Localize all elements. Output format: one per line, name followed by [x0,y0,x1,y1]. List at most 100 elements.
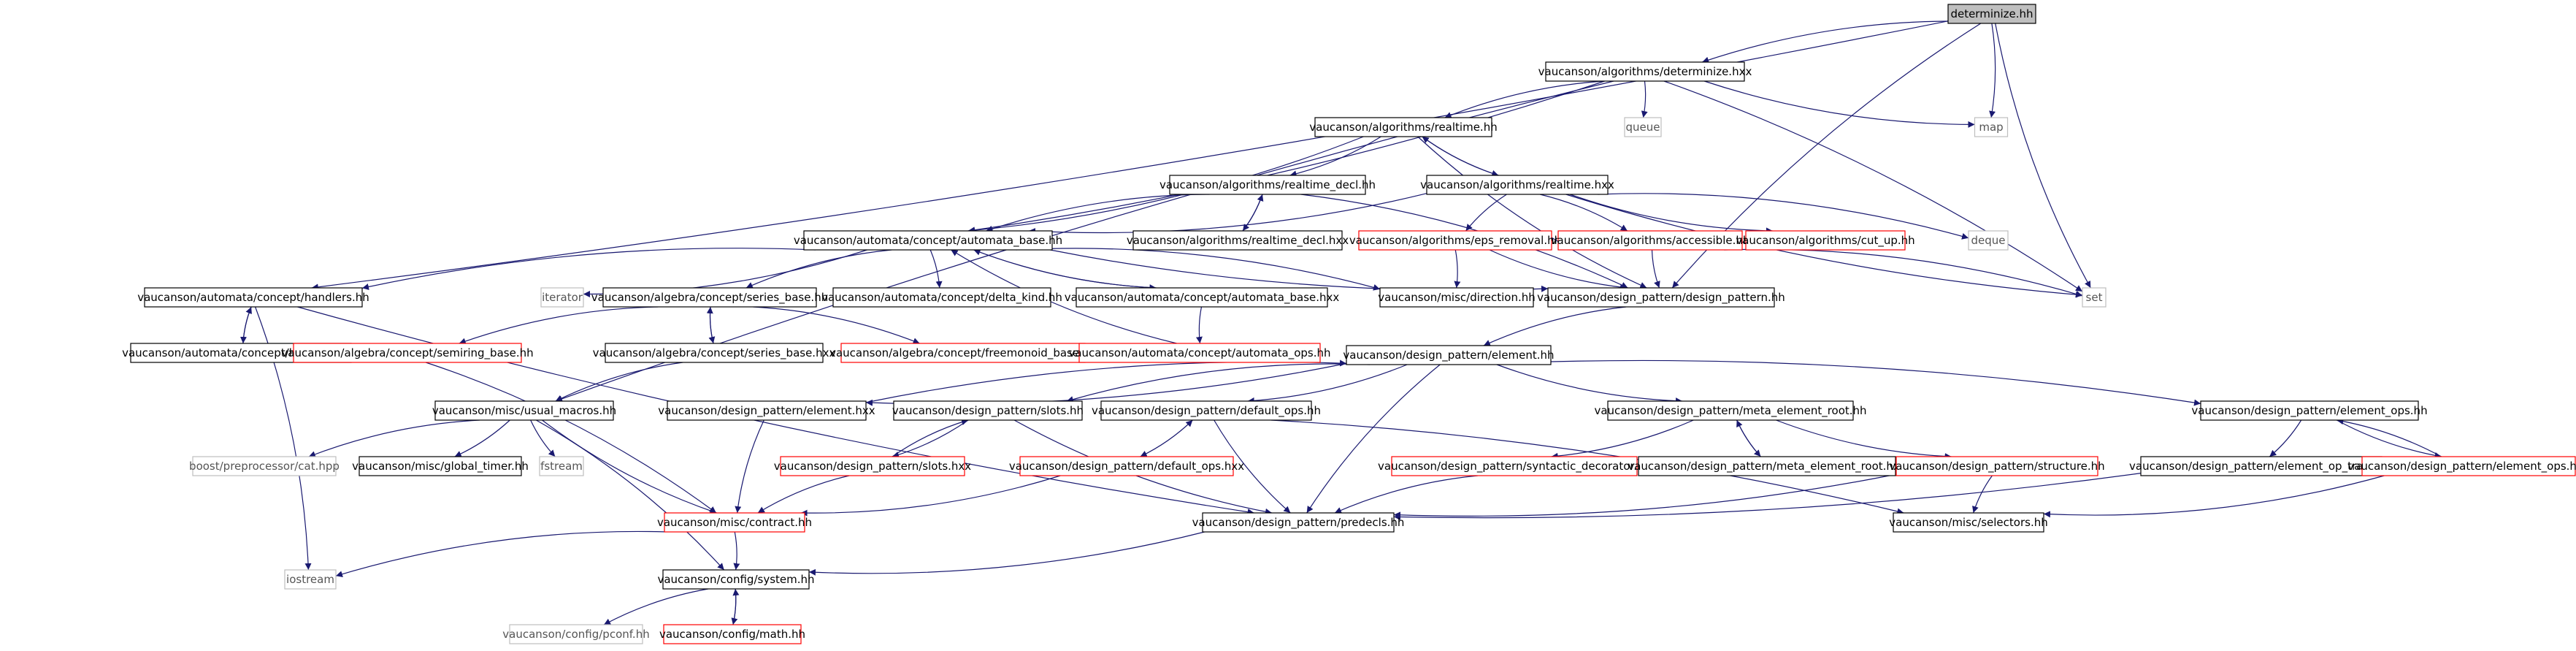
node-box [2082,287,2107,308]
node-label: vaucanson/config/math.hh [659,628,805,641]
edge-sb_hh-to-semiring [459,306,659,345]
node-handlers_hh[interactable]: vaucanson/automata/concept/handlers.hh [137,287,369,308]
node-gtimer[interactable]: vaucanson/misc/global_timer.hh [352,456,529,476]
node-deque: deque [1968,230,2009,251]
node-acc[interactable]: vaucanson/algorithms/accessible.hh [1551,230,1750,251]
node-label: vaucanson/algorithms/realtime.hh [1309,121,1497,134]
edge-acc-to-dp [1651,249,1660,289]
node-sb_hxx[interactable]: vaucanson/algebra/concept/series_base.hx… [593,343,836,363]
node-el_hh[interactable]: vaucanson/design_pattern/element.hh [1343,345,1555,365]
node-math[interactable]: vaucanson/config/math.hh [659,624,805,644]
node-root[interactable]: determinize.hh [1947,4,2036,24]
node-box [840,343,1086,363]
node-label: vaucanson/automata/concept/handlers.hh [137,291,369,304]
edge-eps-to-dp [1489,249,1628,291]
edges-layer [239,20,2442,625]
node-box [1346,345,1552,365]
node-box [1100,400,1312,421]
node-slots_hh[interactable]: vaucanson/design_pattern/slots.hh [892,400,1084,421]
node-dir[interactable]: vaucanson/misc/direction.hh [1378,287,1536,308]
edge-semiring-to-contract [425,362,717,514]
node-semiring[interactable]: vaucanson/algebra/concept/semiring_base.… [281,343,534,363]
edge-system-to-pconf [603,588,709,625]
node-dp[interactable]: vaucanson/design_pattern/design_pattern.… [1537,287,1785,308]
node-eo_hxx[interactable]: vaucanson/design_pattern/element_ops.hxx [2347,456,2576,476]
node-box [1019,456,1234,476]
node-rtd_hh[interactable]: vaucanson/algorithms/realtime_decl.hh [1159,175,1376,195]
edge-rt_hh-to-ab_hh [967,136,1364,234]
node-det_hxx[interactable]: vaucanson/algorithms/determinize.hxx [1538,61,1752,82]
node-box [1745,230,1906,251]
node-sb_hh[interactable]: vaucanson/algebra/concept/series_base.hh [591,287,828,308]
node-dk[interactable]: vaucanson/automata/concept/delta_kind.hh [821,287,1062,308]
edge-slots_hxx-to-slots_hh [892,419,969,457]
edge-el_hh-to-predecls [1306,364,1441,514]
node-slots_hxx[interactable]: vaucanson/design_pattern/slots.hxx [774,456,972,476]
node-eps[interactable]: vaucanson/algorithms/eps_removal.hh [1349,230,1561,251]
node-label: vaucanson/algorithms/cut_up.hh [1736,234,1914,248]
node-ab_hxx[interactable]: vaucanson/automata/concept/automata_base… [1065,287,1340,308]
node-label: iterator [542,291,583,304]
node-label: vaucanson/design_pattern/meta_element_ro… [1628,460,1906,473]
node-boostcat: boost/preprocessor/cat.hpp [189,456,340,476]
edge-ab_hxx-to-ab_hh [973,248,1157,289]
edge-rt_hxx-to-eps [1465,194,1507,232]
node-el_hxx[interactable]: vaucanson/design_pattern/element.hxx [658,400,875,421]
node-freemonoid[interactable]: vaucanson/algebra/concept/freemonoid_bas… [829,343,1097,363]
edge-rt_hh-to-rtd_hh [1289,136,1381,178]
edge-handlers_hxx-to-handlers_hh [242,306,252,344]
node-contract[interactable]: vaucanson/misc/contract.hh [657,512,812,533]
node-usual[interactable]: vaucanson/misc/usual_macros.hh [432,400,616,421]
node-label: vaucanson/automata/concept/automata_ops.… [1068,346,1330,360]
node-mer_hxx[interactable]: vaucanson/design_pattern/meta_element_ro… [1628,456,1906,476]
node-box [832,287,1051,308]
node-label: vaucanson/algorithms/determinize.hxx [1538,65,1752,78]
node-dops_hxx[interactable]: vaucanson/design_pattern/default_ops.hxx [1009,456,1244,476]
node-box [605,343,824,363]
node-label: vaucanson/design_pattern/slots.hh [892,404,1084,418]
node-label: vaucanson/algorithms/accessible.hh [1551,234,1750,247]
edge-sb_hxx-to-usual [555,362,683,402]
node-rt_hh[interactable]: vaucanson/algorithms/realtime.hh [1309,117,1498,137]
edge-ab_hh-to-sb_hh [745,249,892,289]
node-eo_hh[interactable]: vaucanson/design_pattern/element_ops.hh [2191,400,2428,421]
node-label: vaucanson/algorithms/realtime_decl.hh [1159,178,1376,192]
node-eot[interactable]: vaucanson/design_pattern/element_op_trai… [2129,456,2393,476]
node-dops_hh[interactable]: vaucanson/design_pattern/default_ops.hh [1092,400,1321,421]
node-box [1426,175,1609,195]
node-rtd_hxx[interactable]: vaucanson/algorithms/realtime_decl.hxx [1127,230,1349,251]
node-syn[interactable]: vaucanson/design_pattern/syntactic_decor… [1378,456,1651,476]
node-mer_hh[interactable]: vaucanson/design_pattern/meta_element_ro… [1594,400,1867,421]
edge-el_hxx-to-contract [735,419,764,514]
edge-struct-to-predecls [1393,473,1897,519]
edge-eot-to-predecls [1393,473,2142,521]
node-box [602,287,817,308]
node-struct[interactable]: vaucanson/design_pattern/structure.hh [1889,456,2105,476]
node-predecls[interactable]: vaucanson/design_pattern/predecls.hh [1192,512,1405,533]
node-label: vaucanson/misc/selectors.hh [1889,516,2047,529]
node-cut[interactable]: vaucanson/algorithms/cut_up.hh [1736,230,1915,251]
edge-usual-to-system [536,419,725,571]
node-label: iostream [286,573,334,586]
node-rt_hxx[interactable]: vaucanson/algorithms/realtime.hxx [1420,175,1614,195]
edge-mer_hh-to-mer_hxx [1736,419,1761,457]
edge-contract-to-system [733,531,740,571]
edge-struct-to-selectors [1972,475,1993,514]
edge-dops_hxx-to-contract [800,475,1061,517]
node-selectors[interactable]: vaucanson/misc/selectors.hh [1889,512,2048,533]
node-box [1545,61,1745,82]
node-ab_hh[interactable]: vaucanson/automata/concept/automata_base… [794,230,1062,251]
node-label: vaucanson/design_pattern/design_pattern.… [1537,291,1785,305]
node-label: vaucanson/design_pattern/slots.hxx [774,460,972,473]
edge-dops_hh-to-dops_hxx [1140,419,1193,457]
edge-el_hxx-to-el_hh [865,359,1347,403]
node-system[interactable]: vaucanson/config/system.hh [657,569,815,590]
node-label: vaucanson/design_pattern/default_ops.hxx [1009,460,1244,473]
node-label: vaucanson/design_pattern/element_ops.hxx [2347,460,2576,473]
edge-el_hh-to-eo_hh [1550,359,2201,406]
node-ao[interactable]: vaucanson/automata/concept/automata_ops.… [1068,343,1331,363]
node-box [1379,287,1534,308]
node-box [1169,175,1366,195]
node-box [803,230,1053,251]
